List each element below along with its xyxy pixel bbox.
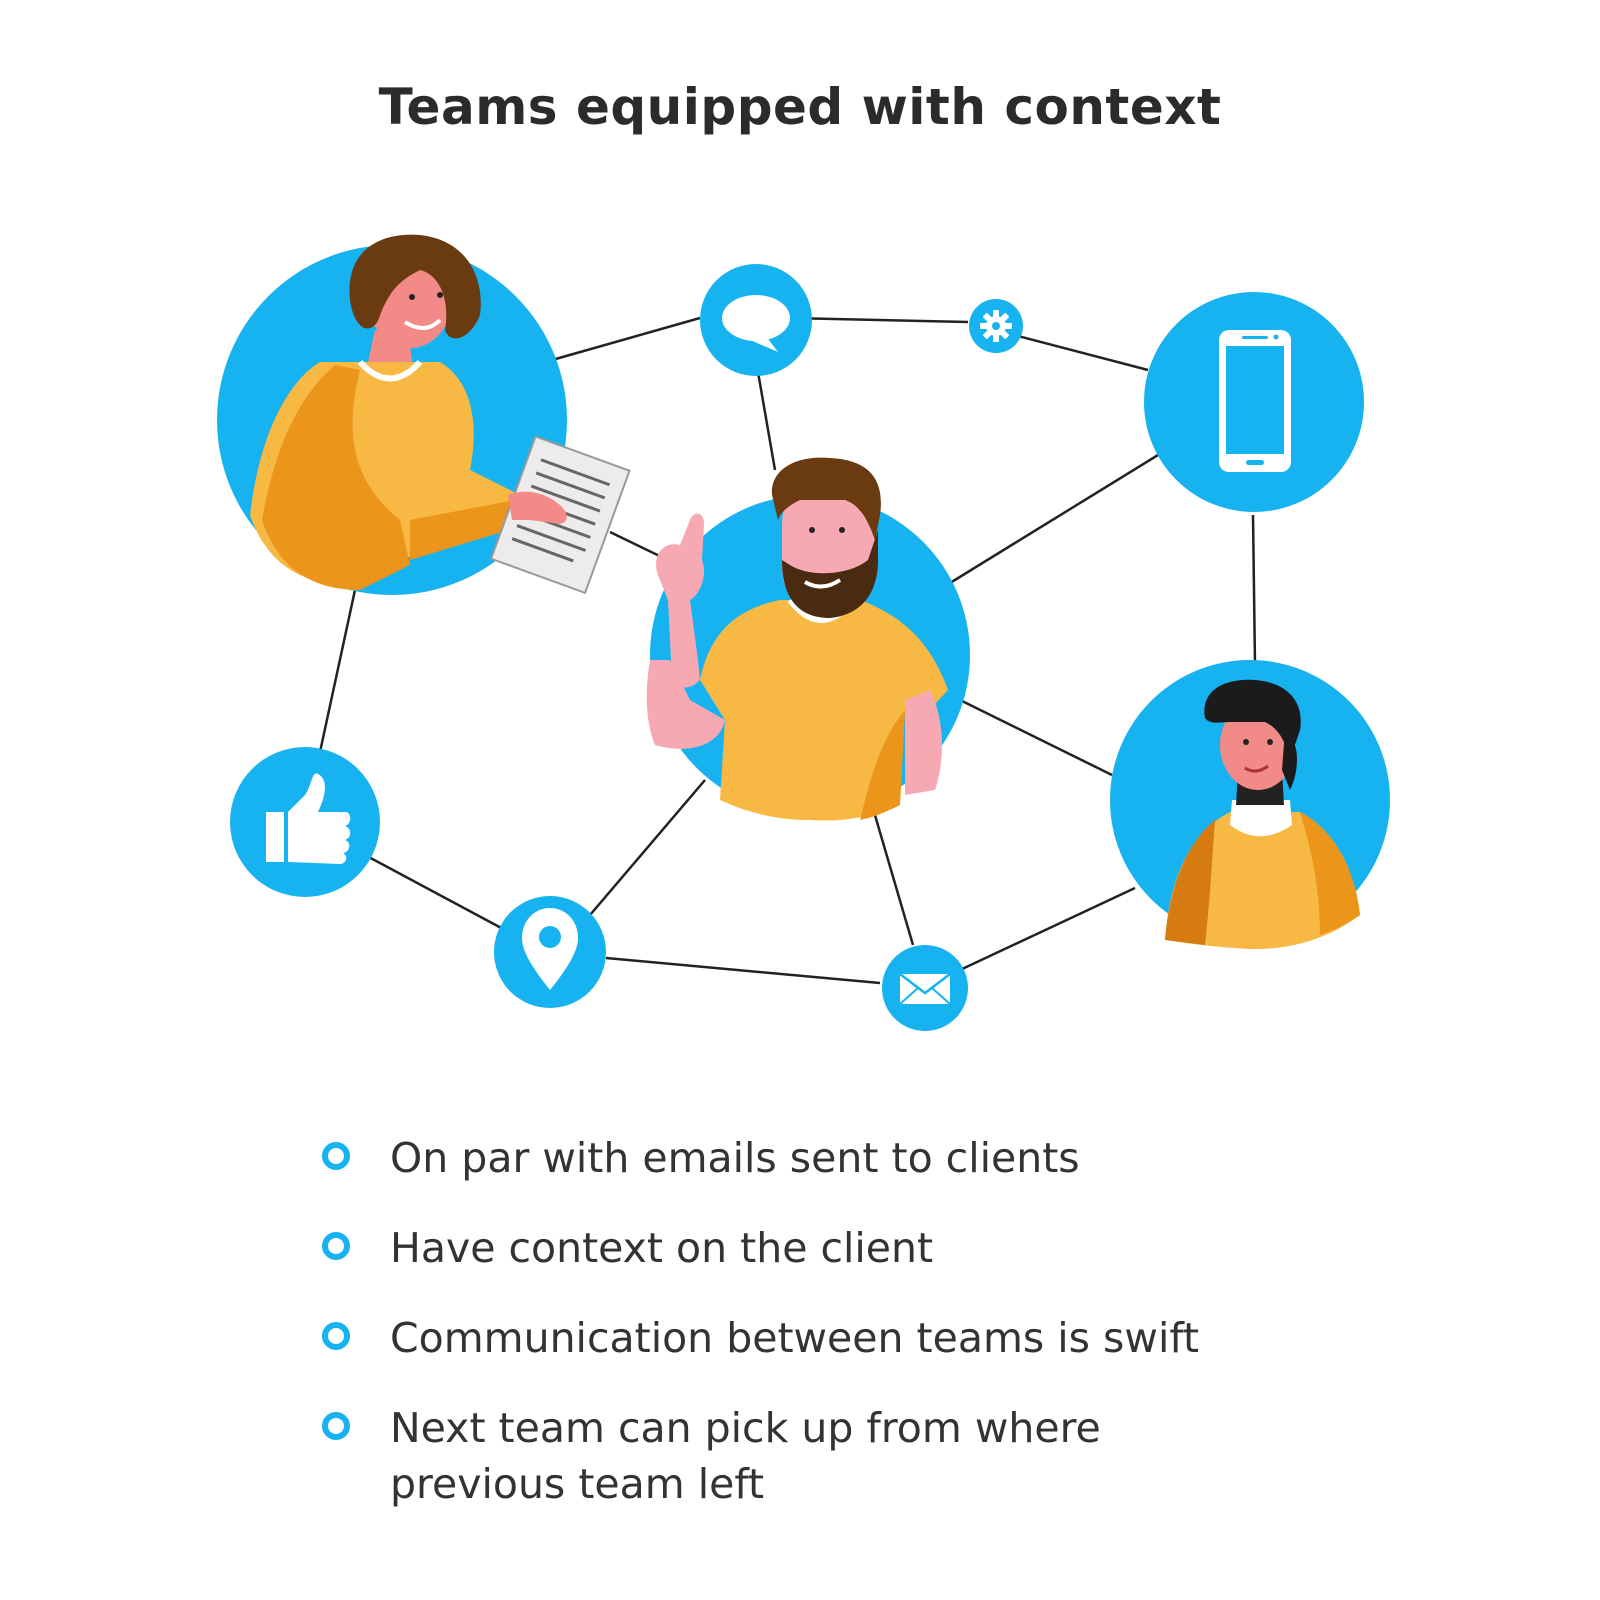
bullet-text: Communication between teams is swift [390,1314,1200,1362]
bullet-text: Next team can pick up from where previou… [390,1404,1101,1508]
bearded-man-pointing [646,457,970,821]
gear-icon [969,299,1023,353]
bullet-circle-icon [322,1322,350,1350]
bullet-circle-icon [322,1232,350,1260]
list-item: Have context on the client [318,1220,1418,1276]
thumbs-up-icon [230,747,380,897]
chat-bubble-icon [700,264,812,376]
list-item: Communication between teams is swift [318,1310,1418,1366]
list-item: Next team can pick up from where previou… [318,1400,1418,1512]
list-item: On par with emails sent to clients [318,1130,1418,1186]
bullet-circle-icon [322,1142,350,1170]
envelope-icon [882,945,968,1031]
benefit-list: On par with emails sent to clients Have … [318,1130,1418,1546]
smartphone-icon [1144,292,1364,512]
page-title: Teams equipped with context [378,78,1222,136]
network-diagram [217,234,1390,1031]
bullet-text: On par with emails sent to clients [390,1134,1080,1182]
man-with-dark-hair [1110,660,1390,950]
location-pin-icon [494,896,606,1008]
woman-with-document [217,234,631,595]
bullet-circle-icon [322,1412,350,1440]
bullet-text: Have context on the client [390,1224,934,1272]
